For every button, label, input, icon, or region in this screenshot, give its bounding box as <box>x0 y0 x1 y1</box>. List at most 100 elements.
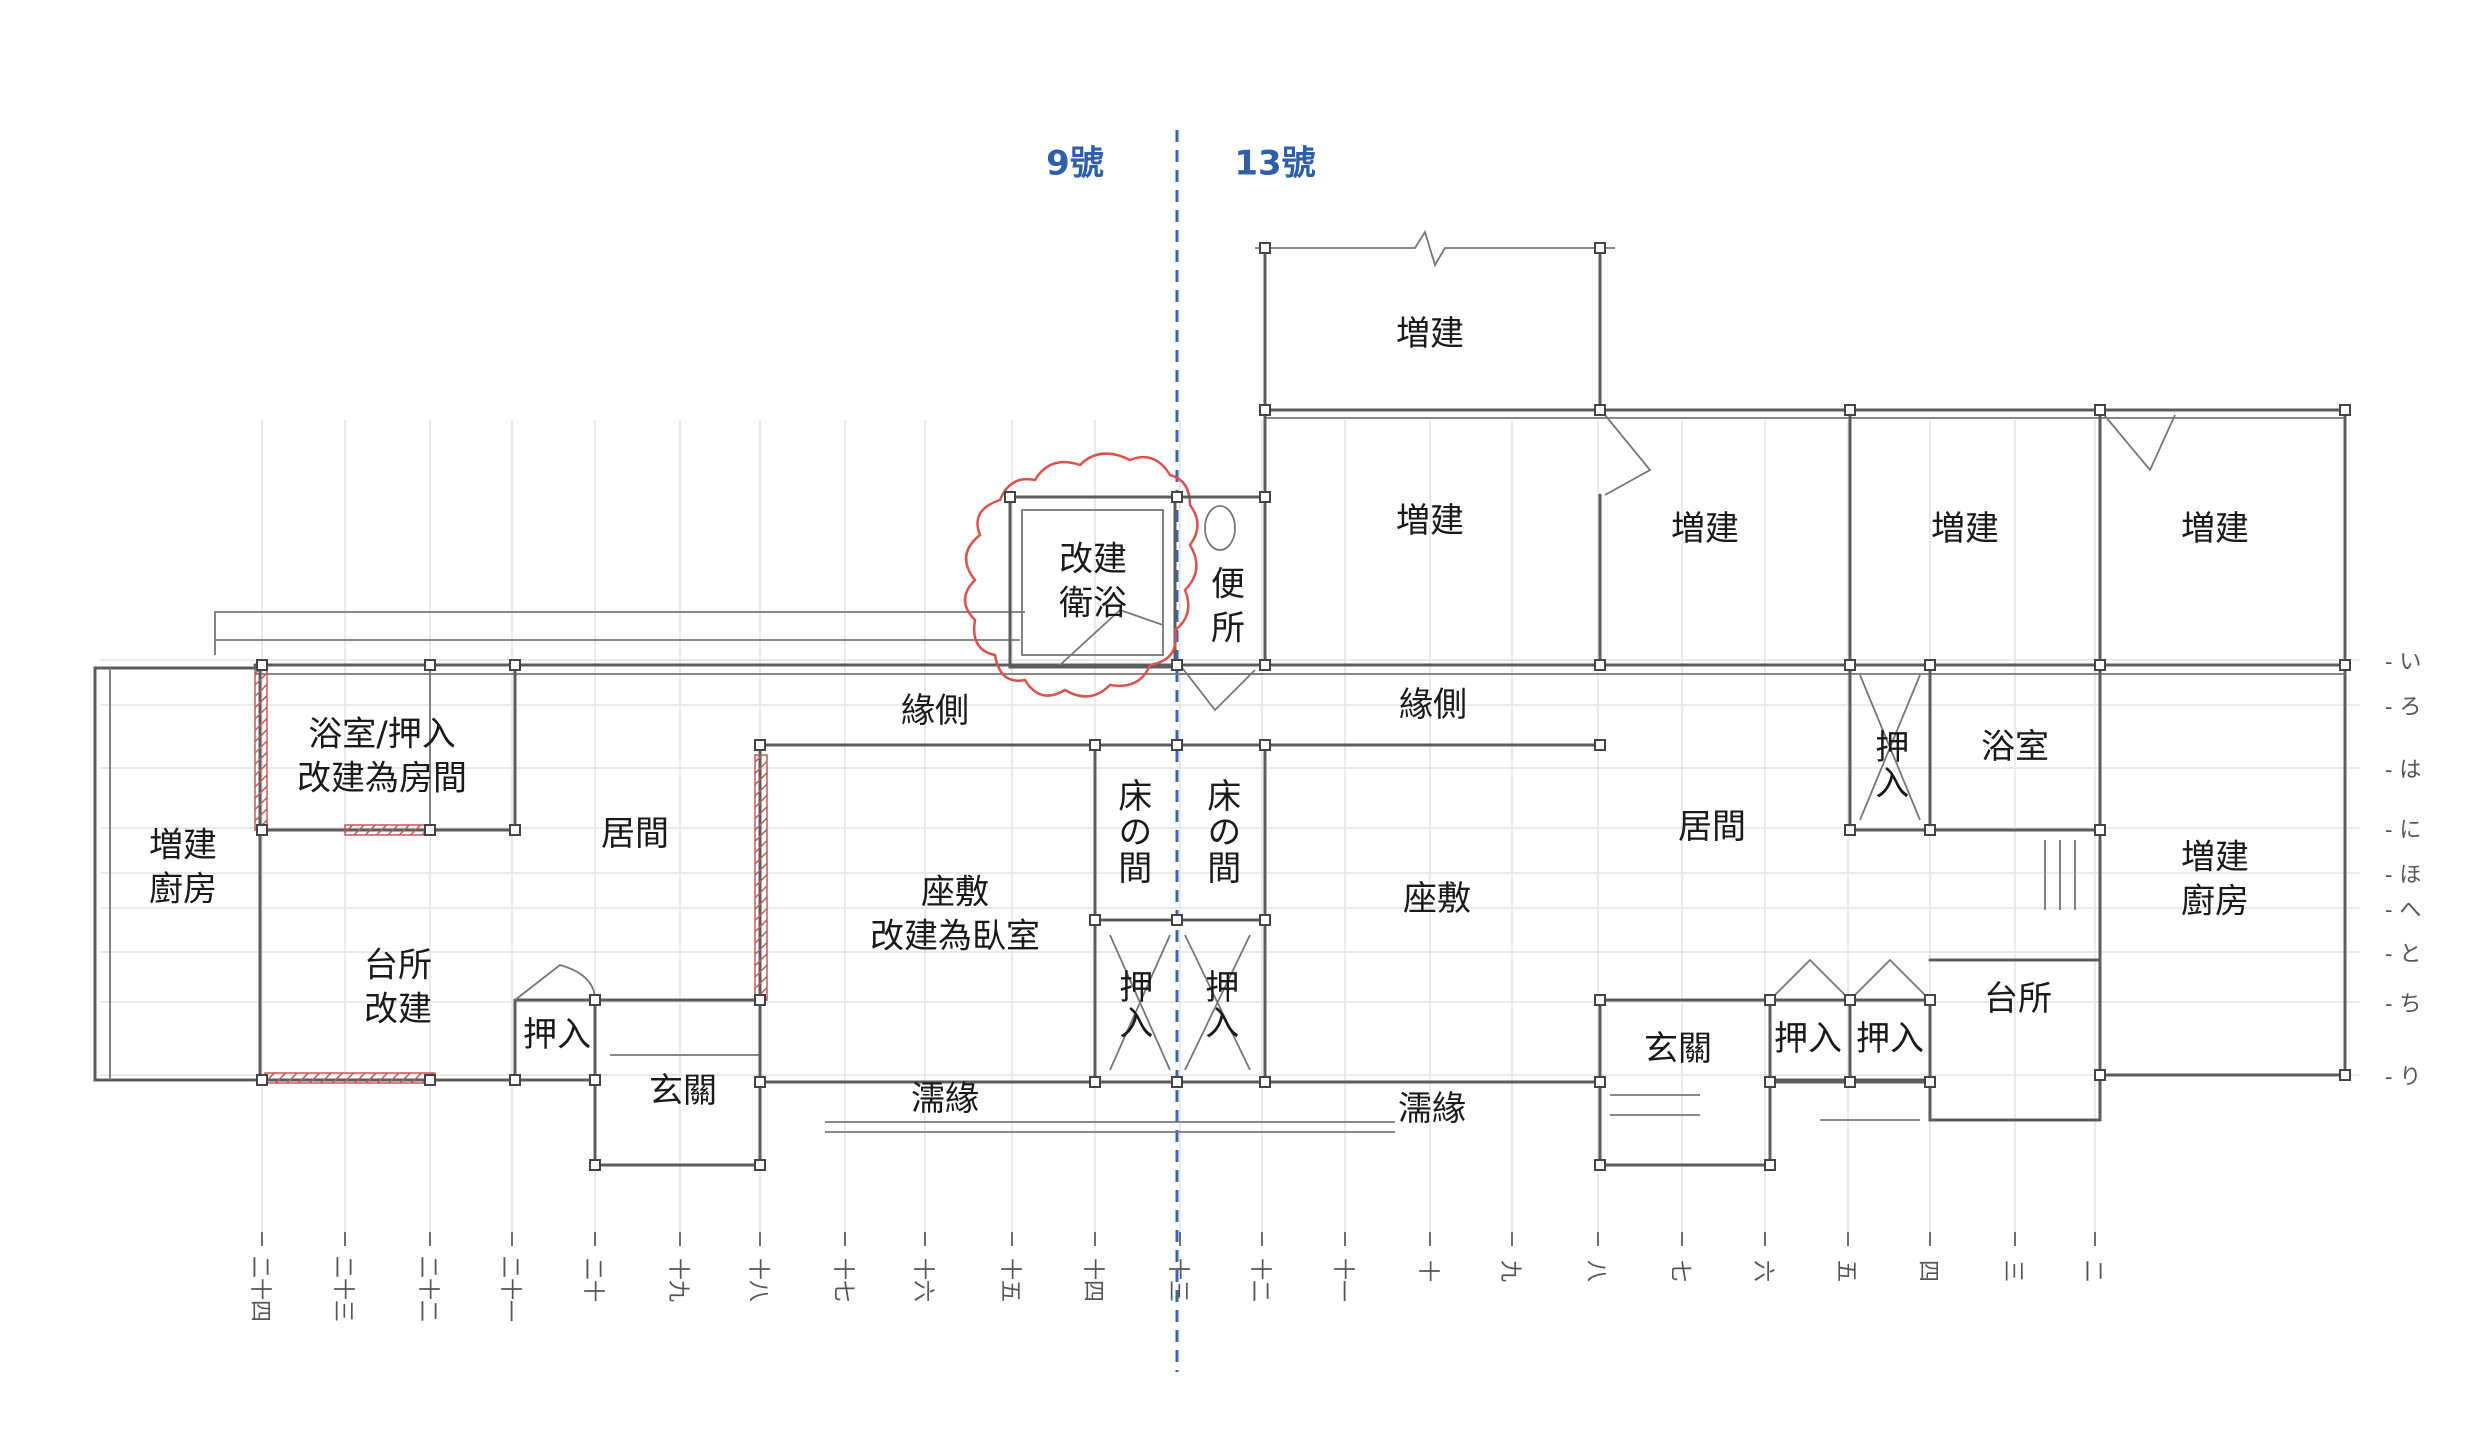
column-post <box>1594 1159 1606 1171</box>
room-tokonoma-right: 床の間 <box>1200 778 1241 886</box>
column-post <box>256 659 268 671</box>
axis-bottom-label: 十一 <box>1330 1257 1355 1303</box>
room-renovated-bath: 改建 衛浴 <box>1059 539 1127 623</box>
room-closet-right-top: 押入 <box>1868 729 1909 801</box>
axis-right-label: - ち <box>2385 992 2422 1017</box>
axis-bottom-label: 二十 <box>580 1257 605 1303</box>
column-post <box>509 1074 521 1086</box>
column-post <box>1259 491 1271 503</box>
axis-ticks <box>261 1232 2096 1246</box>
axis-bottom-label: 十八 <box>745 1257 770 1303</box>
room-kitchen-ext-right: 増建 廚房 <box>2181 837 2249 921</box>
axis-bottom-label: 十七 <box>830 1257 855 1303</box>
column-post <box>1764 1159 1776 1171</box>
axis-right-label: - は <box>2385 758 2422 783</box>
axis-right-label: - り <box>2385 1065 2422 1090</box>
lot-label-13: 13號 <box>1234 143 1316 184</box>
column-post <box>1844 824 1856 836</box>
room-entrance-left: 玄關 <box>649 1071 717 1112</box>
room-annex-4: 増建 <box>2181 509 2249 550</box>
column-post <box>754 994 766 1006</box>
room-annex-2: 増建 <box>1671 509 1739 550</box>
room-zashiki-right: 座敷 <box>1403 879 1471 920</box>
column-post <box>1924 659 1936 671</box>
column-post <box>1594 659 1606 671</box>
room-tokonoma-left: 床の間 <box>1111 778 1152 886</box>
axis-bottom-label: 十九 <box>665 1257 690 1303</box>
axis-bottom-label: 六 <box>1750 1259 1775 1283</box>
room-nureen-right: 濡緣 <box>1398 1089 1466 1130</box>
column-post <box>589 994 601 1006</box>
column-post <box>1089 1076 1101 1088</box>
column-post <box>1844 404 1856 416</box>
axis-bottom-label: 二十一 <box>497 1255 522 1323</box>
axis-bottom-label: 十三 <box>1165 1257 1190 1303</box>
revision-cloud <box>963 452 1199 698</box>
room-annex-3: 増建 <box>1931 509 1999 550</box>
axis-bottom-label: 九 <box>1497 1259 1522 1283</box>
column-post <box>754 739 766 751</box>
room-engawa-right: 緣側 <box>1399 685 1467 726</box>
axis-right-label: - に <box>2385 818 2422 843</box>
column-post <box>1764 994 1776 1006</box>
room-kitchen-right: 台所 <box>1984 979 2052 1020</box>
axis-bottom-label: 二十四 <box>247 1255 272 1323</box>
axis-bottom-label: 二十二 <box>415 1255 440 1323</box>
posts <box>256 242 2351 1171</box>
column-post <box>1594 1076 1606 1088</box>
room-annex-1: 増建 <box>1396 501 1464 542</box>
room-engawa-left: 緣側 <box>901 691 969 732</box>
column-post <box>1004 491 1016 503</box>
axis-bottom-label: 二 <box>2080 1259 2105 1283</box>
room-kitchen-left: 台所 改建 <box>364 945 432 1029</box>
room-annex-top: 増建 <box>1396 314 1464 355</box>
column-post <box>1089 739 1101 751</box>
room-zashiki-left: 座敷 改建為臥室 <box>870 872 1040 956</box>
column-post <box>2339 1069 2351 1081</box>
room-living-left: 居間 <box>601 814 669 855</box>
column-post <box>1171 659 1183 671</box>
column-post <box>1259 914 1271 926</box>
column-post <box>2094 1069 2106 1081</box>
room-bath-closet-left: 浴室/押入 改建為房間 <box>297 714 467 798</box>
column-post <box>1259 659 1271 671</box>
column-post <box>1924 1076 1936 1088</box>
column-post <box>589 1159 601 1171</box>
column-post <box>424 1074 436 1086</box>
column-post <box>1171 491 1183 503</box>
column-post <box>2094 404 2106 416</box>
room-closet-center-right: 押入 <box>1198 969 1239 1041</box>
column-post <box>1259 1076 1271 1088</box>
column-post <box>1844 1076 1856 1088</box>
room-closet-center-left: 押入 <box>1112 969 1153 1041</box>
right-house-walls <box>1175 229 2347 1167</box>
column-post <box>509 659 521 671</box>
axis-bottom-label: 二十三 <box>330 1255 355 1323</box>
column-post <box>1924 824 1936 836</box>
axis-bottom-label: 八 <box>1583 1259 1608 1283</box>
column-post <box>1844 659 1856 671</box>
column-post <box>2339 659 2351 671</box>
room-nureen-left: 濡緣 <box>911 1079 979 1120</box>
column-post <box>1089 914 1101 926</box>
axis-bottom-label: 七 <box>1667 1259 1692 1283</box>
axis-right-label: - と <box>2385 942 2422 967</box>
column-post <box>509 824 521 836</box>
room-living-right: 居間 <box>1678 807 1746 848</box>
column-post <box>1171 1076 1183 1088</box>
column-post <box>1594 739 1606 751</box>
axis-bottom-label: 四 <box>1915 1259 1940 1283</box>
room-closet-right-b: 押入 <box>1856 1019 1924 1060</box>
room-entrance-right: 玄關 <box>1644 1029 1712 1070</box>
column-post <box>1259 739 1271 751</box>
room-bath-right: 浴室 <box>1981 727 2049 768</box>
column-post <box>1924 994 1936 1006</box>
hatched-wall <box>344 824 436 836</box>
axis-bottom-label: 三 <box>2000 1259 2025 1283</box>
room-closet-right-a: 押入 <box>1774 1019 1842 1060</box>
column-post <box>256 1074 268 1086</box>
column-post <box>2339 404 2351 416</box>
room-closet-left: 押入 <box>523 1015 591 1056</box>
axis-bottom-label: 五 <box>1833 1259 1858 1283</box>
